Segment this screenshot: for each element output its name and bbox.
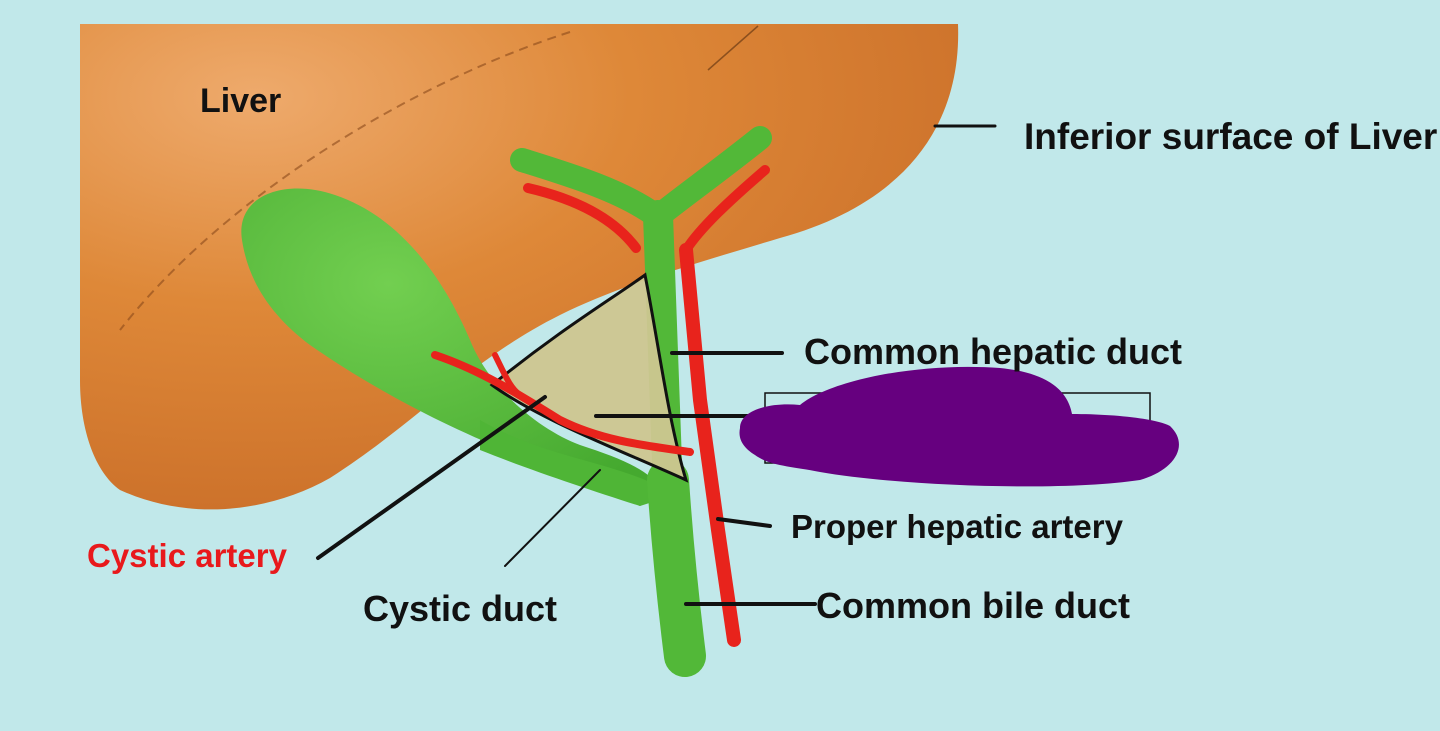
proper-hepatic-artery-label: Proper hepatic artery: [791, 508, 1123, 545]
leader-lines: [316, 124, 997, 606]
redaction-blob: [739, 366, 1179, 487]
liver-surface-line: [119, 31, 571, 331]
liver-tick-line: [707, 25, 759, 71]
liver-label: Liver: [200, 82, 282, 120]
gallbladder: [241, 188, 662, 506]
hepatic-duct-tree: [510, 126, 772, 677]
common-bile-duct-label: Common bile duct: [816, 585, 1130, 626]
cystic-artery-label: Cystic artery: [87, 537, 287, 574]
common-hepatic-duct-label: Common hepatic duct: [804, 331, 1183, 372]
cystic-duct-shape: [480, 420, 665, 506]
inferior-surface-label: Inferior surface of Liver: [1024, 116, 1438, 157]
artery-tree: [431, 165, 770, 647]
calot-triangle: [489, 272, 689, 483]
cystic-duct-label: Cystic duct: [363, 588, 558, 629]
